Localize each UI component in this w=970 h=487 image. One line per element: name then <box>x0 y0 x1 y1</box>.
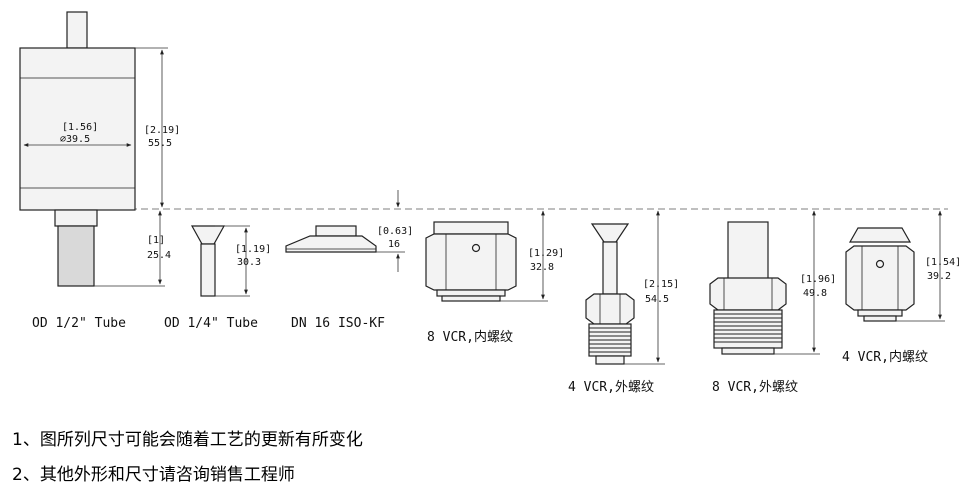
body-height-in: [2.19] <box>144 125 180 136</box>
body-height-mm: 55.5 <box>148 138 172 149</box>
vcr4m-dim-in: [2.15] <box>643 279 679 290</box>
body-diameter-in: [1.56] <box>62 122 98 133</box>
od-half-dim-mm: 25.4 <box>147 250 171 261</box>
od-half-label: OD 1/2" Tube <box>32 316 126 331</box>
vcr4f-dim-mm: 39.2 <box>927 271 951 282</box>
note-contact-sales: 2、其他外形和尺寸请咨询销售工程师 <box>12 465 295 485</box>
note-dimensions-may-change: 1、图所列尺寸可能会随着工艺的更新有所变化 <box>12 430 363 450</box>
vcr8m-dim-in: [1.96] <box>800 274 836 285</box>
fitting-4vcr-female: [1.54] 39.2 4 VCR,内螺纹 <box>842 210 961 365</box>
od-quarter-label: OD 1/4" Tube <box>164 316 258 331</box>
kf-dim-in: [0.63] <box>377 226 413 237</box>
fitting-4vcr-male: [2.15] 54.5 4 VCR,外螺纹 <box>568 210 679 395</box>
od-half-dim-in: [1] <box>147 235 165 246</box>
fitting-8vcr-female: [1.29] 32.8 8 VCR,内螺纹 <box>425 210 564 345</box>
vcr4f-label: 4 VCR,内螺纹 <box>842 349 928 365</box>
od-quarter-dim-in: [1.19] <box>235 244 271 255</box>
vcr4f-dim-in: [1.54] <box>925 257 961 268</box>
fitting-od-half-inch-tube: [1] 25.4 OD 1/2" Tube <box>32 209 171 331</box>
vcr8f-label: 8 VCR,内螺纹 <box>427 329 513 345</box>
od-quarter-dim-mm: 30.3 <box>237 257 261 268</box>
sensor-body: [1.56] ⌀39.5 [2.19] 55.5 <box>19 11 180 211</box>
fitting-od-quarter-inch-tube: [1.19] 30.3 OD 1/4" Tube <box>164 225 271 331</box>
vcr8m-dim-mm: 49.8 <box>803 288 827 299</box>
vcr8m-label: 8 VCR,外螺纹 <box>712 380 798 395</box>
vcr4m-dim-mm: 54.5 <box>645 294 669 305</box>
vcr8f-dim-in: [1.29] <box>528 248 564 259</box>
dimension-drawing: [1.56] ⌀39.5 [2.19] 55.5 [1] 25.4 OD 1/2… <box>19 11 961 395</box>
fitting-dn16-iso-kf: [0.63] 16 DN 16 ISO-KF <box>285 190 413 331</box>
kf-dim-mm: 16 <box>388 239 400 250</box>
body-diameter-mm: ⌀39.5 <box>60 134 90 145</box>
kf-label: DN 16 ISO-KF <box>291 316 385 331</box>
vcr4m-label: 4 VCR,外螺纹 <box>568 380 654 395</box>
fitting-8vcr-male: [1.96] 49.8 8 VCR,外螺纹 <box>709 210 836 395</box>
vcr8f-dim-mm: 32.8 <box>530 262 554 273</box>
